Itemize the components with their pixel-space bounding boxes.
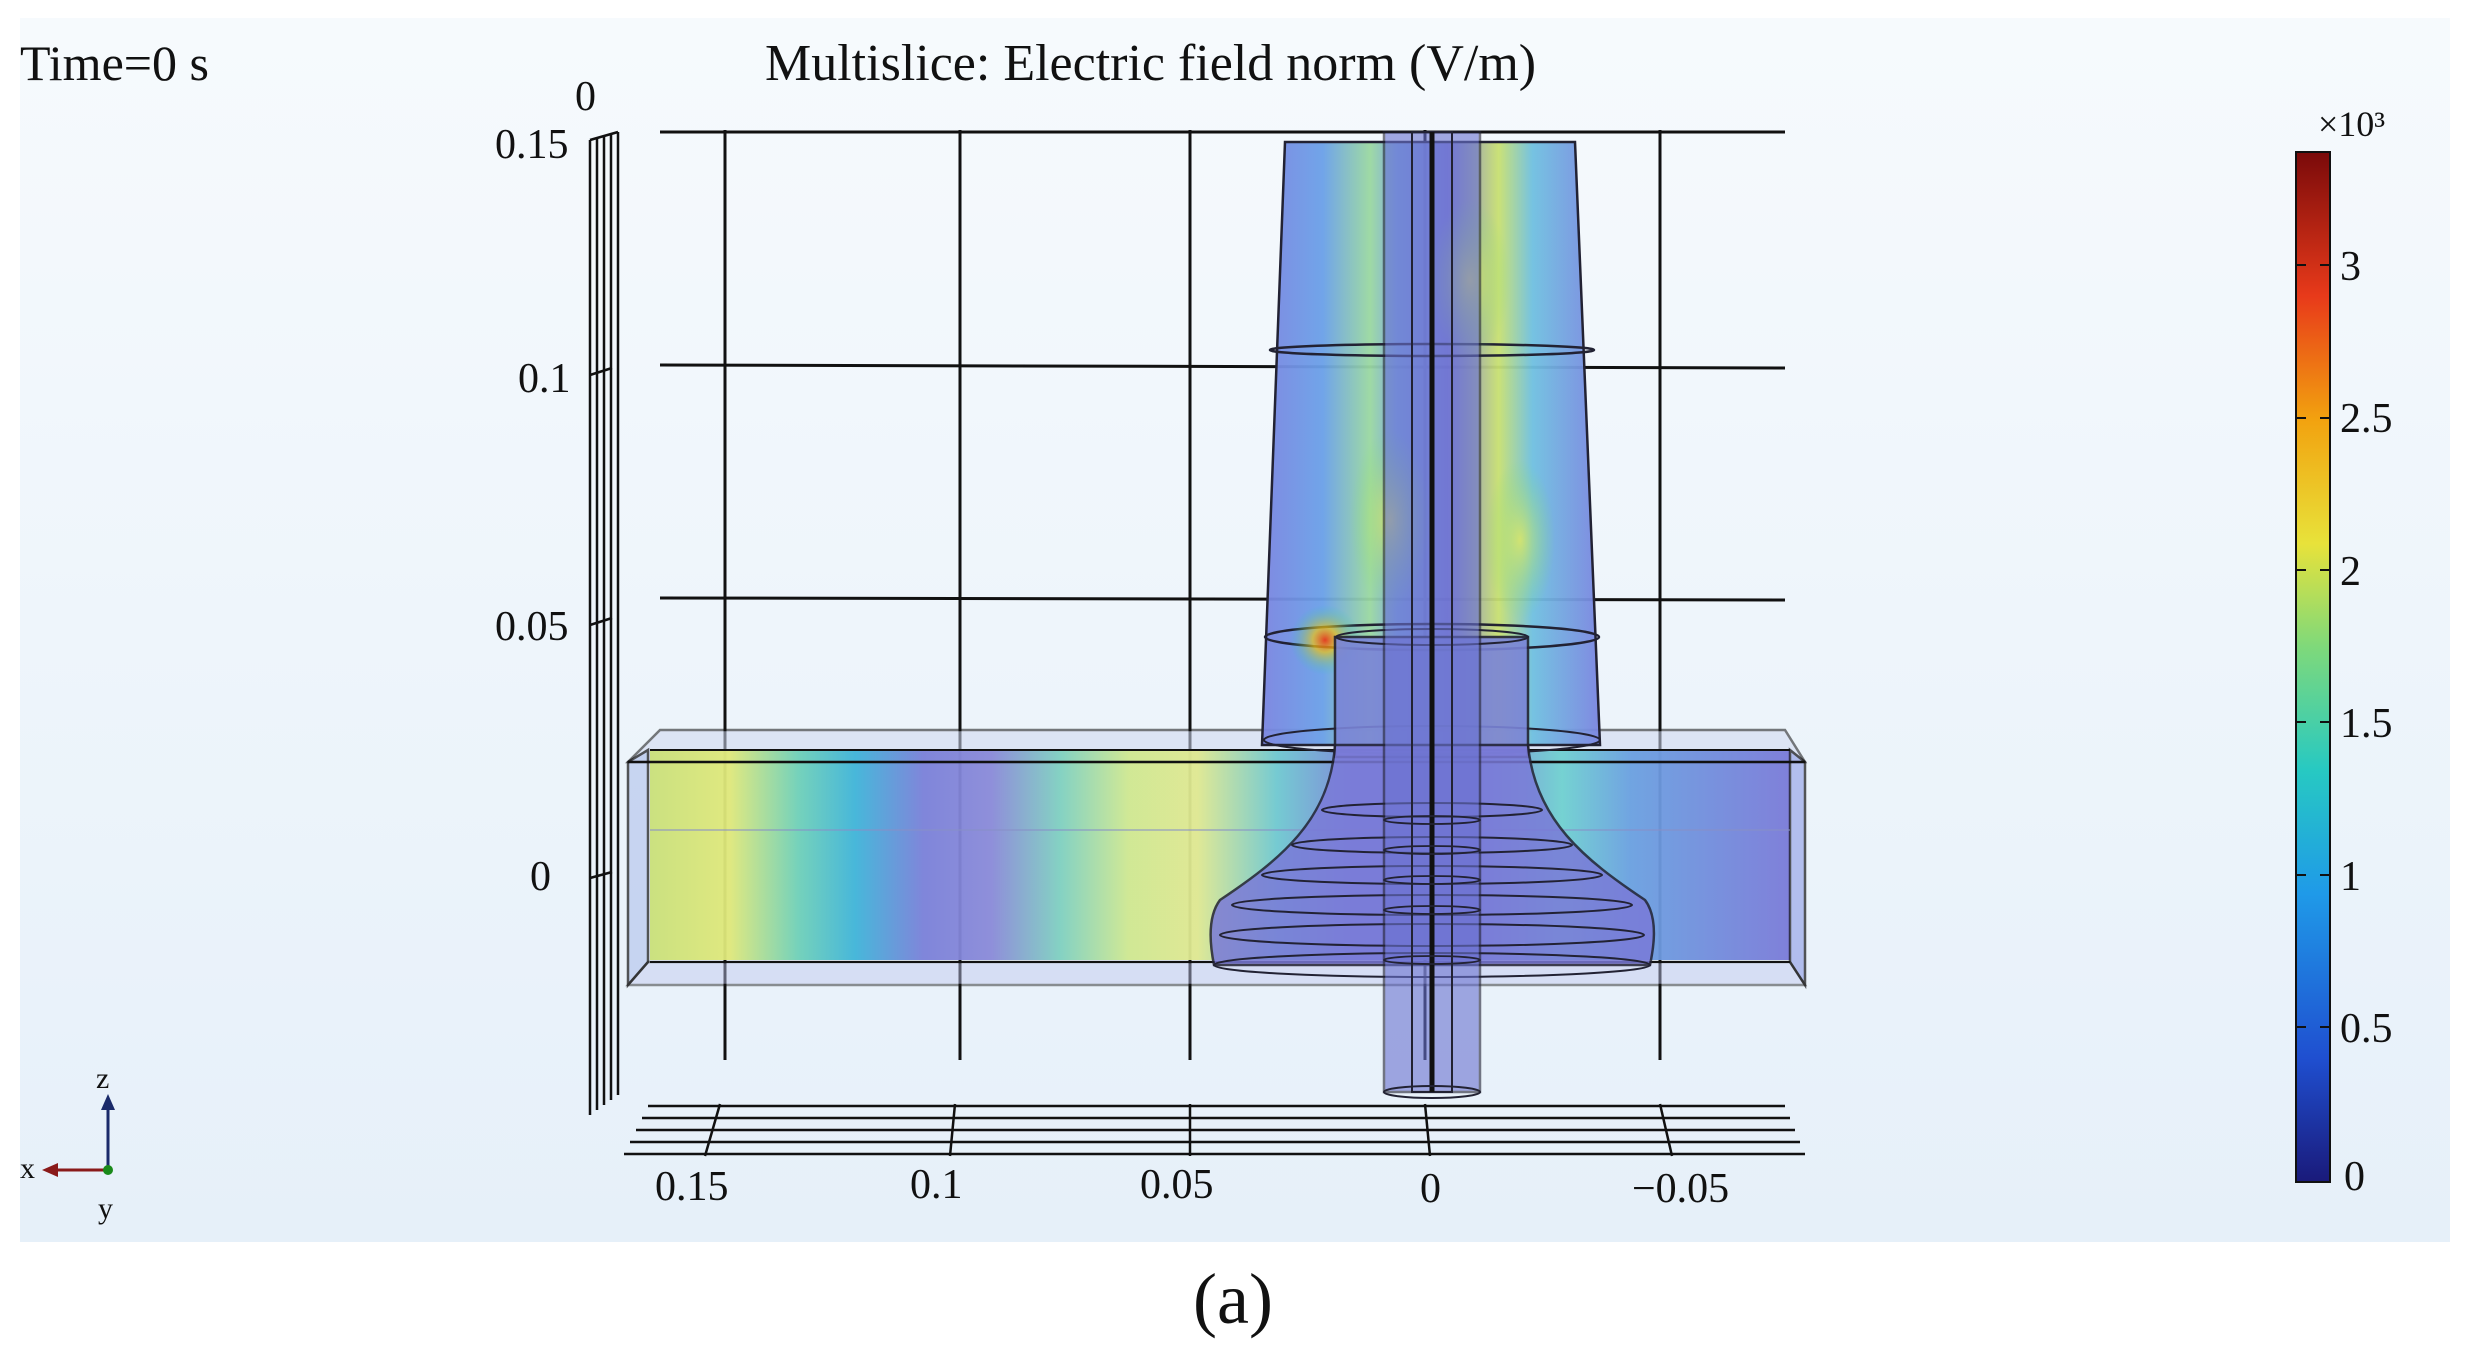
- triad-z-label: z: [96, 1062, 109, 1095]
- x-tick-0: 0: [1420, 1166, 1441, 1212]
- colorbar-tick-3: 3: [2340, 244, 2361, 290]
- x-axis-lines: [624, 1103, 1805, 1157]
- colorbar-tick-1: 1: [2340, 854, 2361, 900]
- time-label: Time=0 s: [20, 35, 209, 91]
- colorbar-exponent: ×10³: [2318, 104, 2385, 144]
- triad-x-label: x: [20, 1152, 35, 1185]
- plot-title: Multislice: Electric field norm (V/m): [765, 35, 1537, 92]
- z-tick-0.1: 0.1: [518, 356, 571, 402]
- colorbar-tick-0.5: 0.5: [2340, 1006, 2393, 1052]
- x-tick-0.1: 0.1: [910, 1162, 963, 1208]
- plot-viewport[interactable]: [20, 18, 2450, 1242]
- figure-caption: (a): [1193, 1259, 1273, 1339]
- colorbar-tick-2: 2: [2340, 549, 2361, 595]
- z-tick-0.05: 0.05: [495, 604, 569, 650]
- z-axis-lines: [588, 130, 620, 1115]
- triad-y-label: y: [98, 1192, 113, 1225]
- axis-triad[interactable]: [42, 1094, 115, 1177]
- colorbar-tick-1.5: 1.5: [2340, 701, 2393, 747]
- z-tick-top-zero: 0: [575, 74, 596, 120]
- colorbar: [2295, 151, 2331, 1183]
- colorbar-tick-0: 0: [2344, 1154, 2365, 1200]
- x-tick-0.15: 0.15: [655, 1164, 729, 1210]
- grid-horizontal: [659, 130, 1786, 602]
- z-tick-0: 0: [530, 854, 551, 900]
- x-tick-neg-0.05: −0.05: [1632, 1166, 1729, 1212]
- x-tick-0.05: 0.05: [1140, 1162, 1214, 1208]
- colorbar-tick-2.5: 2.5: [2340, 396, 2393, 442]
- z-tick-0.15: 0.15: [495, 122, 569, 168]
- center-rod: [1382, 130, 1482, 1099]
